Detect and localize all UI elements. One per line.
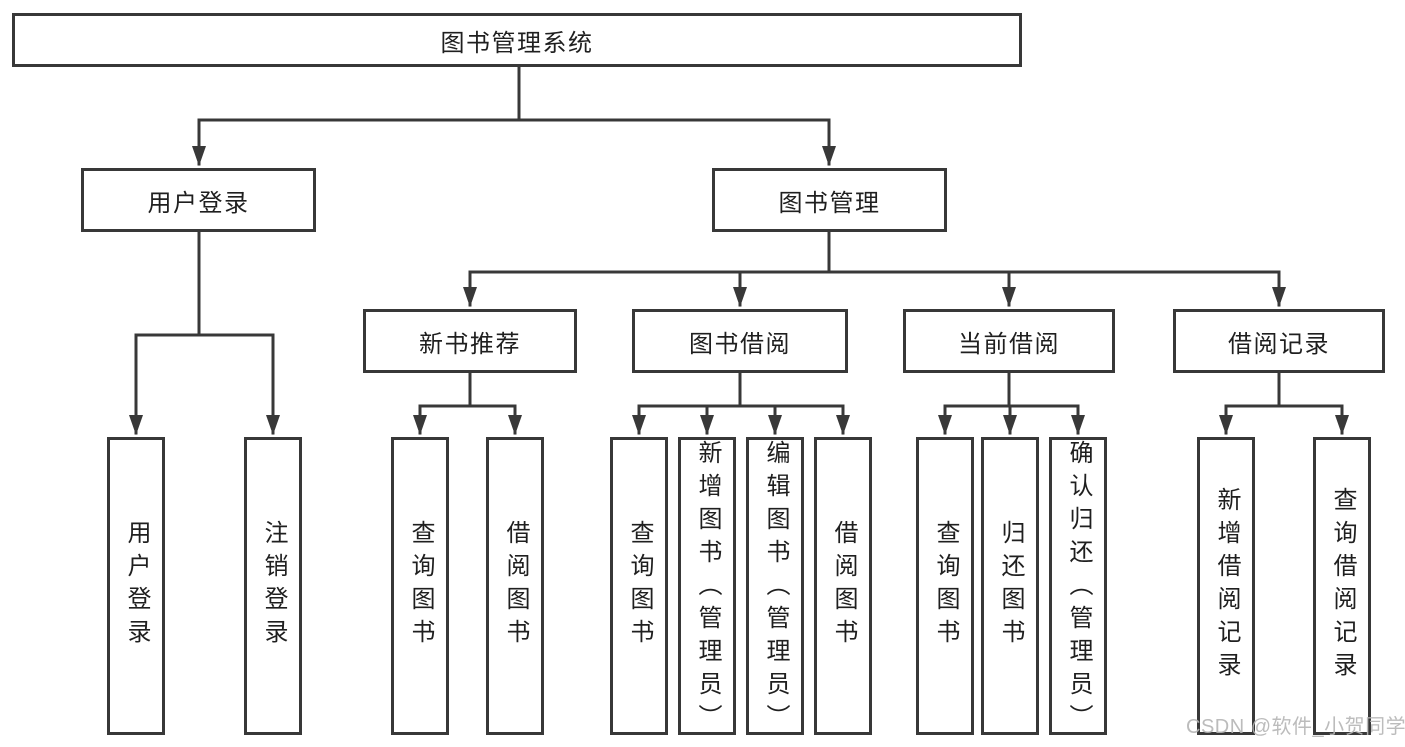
node-label: 图书管理 — [778, 189, 881, 217]
node-search-books-current: 查询图书 — [916, 437, 974, 735]
node-label: 新增借阅记录 — [1213, 487, 1240, 685]
node-borrowing-records: 借阅记录 — [1173, 309, 1385, 373]
node-label: 图书借阅 — [689, 330, 791, 358]
node-library-management-system: 图书管理系统 — [12, 13, 1022, 67]
node-label: 查询图书 — [932, 520, 959, 652]
node-label: 借阅记录 — [1228, 330, 1330, 358]
node-label: 查询图书 — [626, 520, 653, 652]
node-logout-action: 注销登录 — [244, 437, 302, 735]
node-label: 编辑图书（管理员） — [762, 440, 789, 737]
node-search-borrow-record: 查询借阅记录 — [1313, 437, 1371, 735]
node-label: 查询借阅记录 — [1329, 487, 1356, 685]
connector-brackets — [134, 65, 1344, 408]
node-label: 借阅图书 — [502, 520, 529, 652]
node-search-books-recommend: 查询图书 — [391, 437, 449, 735]
node-add-books-admin: 新增图书（管理员） — [678, 437, 736, 737]
node-label: 借阅图书 — [830, 520, 857, 652]
node-label: 用户登录 — [123, 520, 150, 652]
node-book-borrowing: 图书借阅 — [632, 309, 848, 373]
node-user-login: 用户登录 — [81, 168, 316, 232]
node-new-book-recommendation: 新书推荐 — [363, 309, 577, 373]
node-user-login-action: 用户登录 — [107, 437, 165, 735]
node-borrow-books-recommend: 借阅图书 — [486, 437, 544, 735]
node-label: 新书推荐 — [419, 330, 521, 358]
node-label: 图书管理系统 — [440, 29, 594, 57]
node-label: 注销登录 — [260, 520, 287, 652]
csdn-watermark: CSDN @软件_小贺同学 — [1186, 716, 1405, 738]
node-search-books-borrowing: 查询图书 — [610, 437, 668, 735]
node-confirm-return-admin: 确认归还（管理员） — [1049, 437, 1107, 737]
node-borrow-books-borrowing: 借阅图书 — [814, 437, 872, 735]
node-label: 确认归还（管理员） — [1065, 440, 1092, 737]
node-edit-books-admin: 编辑图书（管理员） — [746, 437, 804, 737]
node-book-management: 图书管理 — [712, 168, 947, 232]
node-label: 用户登录 — [147, 189, 250, 217]
node-add-borrow-record: 新增借阅记录 — [1197, 437, 1255, 735]
node-label: 查询图书 — [407, 520, 434, 652]
node-current-borrowing: 当前借阅 — [903, 309, 1115, 373]
node-label: 当前借阅 — [958, 330, 1060, 358]
node-label: 归还图书 — [997, 520, 1024, 652]
node-label: 新增图书（管理员） — [694, 440, 721, 737]
node-return-books: 归还图书 — [981, 437, 1039, 735]
